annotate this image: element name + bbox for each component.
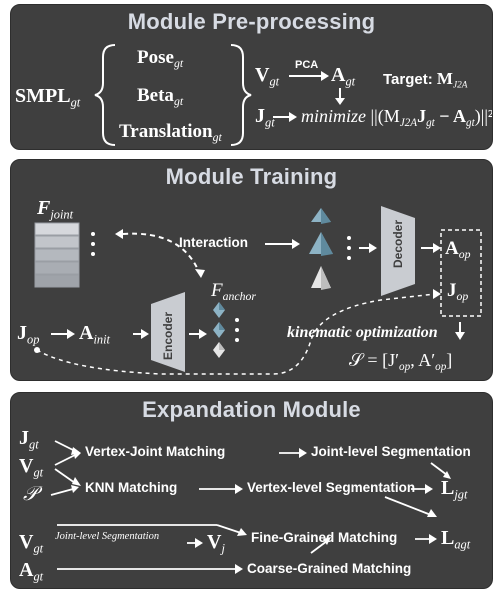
- right-brace: [230, 44, 252, 146]
- pca-arrow: [321, 71, 329, 81]
- j-arrow: [289, 112, 297, 122]
- interaction-arrow: [292, 239, 300, 249]
- s-set-label: 𝒮 = [J′op, A′op]: [349, 350, 453, 373]
- smpl-label: SMPLgt: [15, 85, 81, 110]
- anchor-dots: [235, 318, 239, 342]
- decoder-label: Decoder: [391, 219, 405, 268]
- from-encoder-arrow: [199, 329, 207, 339]
- left-brace: [94, 44, 116, 146]
- pyramid-stack-top: [309, 208, 333, 290]
- from-decoder-arrow: [433, 243, 441, 253]
- pyramid-dots: [347, 236, 351, 260]
- kinematic-label: kinematic optimization: [287, 324, 438, 341]
- down-to-s-arrow: [455, 332, 465, 340]
- f-joint-stack: [34, 222, 80, 288]
- j-gt-label: Jgt: [19, 427, 39, 452]
- objective: minimize ||(MJ2AJgt − Agt)||²: [301, 106, 493, 129]
- v-gt-label: Vgt: [19, 455, 44, 480]
- l-agt-label: Lagt: [441, 527, 471, 552]
- down-arrow: [335, 98, 345, 105]
- training-panel: Module Training: [10, 159, 493, 381]
- f-joint-dots: [91, 232, 95, 256]
- preprocessing-panel: Module Pre-processing SMPLgt Posegt Beta…: [10, 4, 493, 150]
- f-joint-label: Fjoint: [37, 197, 74, 222]
- expansion-panel: Expandation Module: [10, 392, 493, 589]
- training-diagram: [34, 206, 482, 375]
- p-label: 𝒫: [23, 483, 38, 505]
- anchor-diamonds: [213, 302, 225, 358]
- fine-grained-matching: Fine-Grained Matching: [251, 530, 398, 545]
- a-gt-label: Agt: [19, 559, 44, 584]
- beta-label: Betagt: [137, 85, 184, 109]
- dashed-curve-interaction: [122, 232, 200, 273]
- encoder-label: Encoder: [161, 311, 175, 360]
- vertex-level-segmentation: Vertex-level Segmentation: [247, 480, 416, 495]
- f-anchor-label: Fanchor: [211, 280, 256, 304]
- translation-label: Translationgt: [119, 121, 222, 145]
- to-encoder-arrow: [141, 329, 149, 339]
- preprocessing-title: Module Pre-processing: [127, 9, 376, 34]
- knn-matching: KNN Matching: [85, 480, 178, 495]
- l-jgt-label: Ljgt: [441, 477, 468, 502]
- v-gt-label: Vgt: [255, 64, 280, 89]
- coarse-grained-matching: Coarse-Grained Matching: [247, 561, 412, 576]
- target-label: Target: MJ2A: [383, 69, 468, 91]
- decoder-shape: [381, 206, 415, 296]
- expansion-diagram: [50, 440, 451, 574]
- encoder-shape: [151, 292, 185, 372]
- dashed-optimization-path: [36, 293, 436, 375]
- joint-level-segmentation: Joint-level Segmentation: [311, 444, 471, 459]
- a-op-label: Aop: [445, 238, 471, 262]
- a-gt-label: Agt: [331, 64, 356, 89]
- training-title: Module Training: [165, 164, 338, 189]
- pca-label: PCA: [295, 59, 319, 71]
- interaction-label: Interaction: [179, 235, 249, 250]
- j-gt-label: Jgt: [255, 105, 275, 130]
- expansion-title: Expandation Module: [142, 397, 361, 422]
- v-gt-label-2: Vgt: [19, 531, 44, 556]
- v-j-label: Vj: [207, 531, 225, 556]
- j-op-input-label: Jop: [17, 322, 40, 347]
- to-decoder-arrow: [369, 243, 377, 253]
- joint-level-segmentation-small: Joint-level Segmentation: [55, 531, 160, 542]
- j-op-arrow: [67, 329, 75, 339]
- a-init-label: Ainit: [79, 322, 110, 347]
- preprocessing-diagram: [94, 44, 345, 146]
- pose-label: Posegt: [137, 47, 184, 71]
- j-op-output-label: Jop: [447, 280, 469, 304]
- vertex-joint-matching: Vertex-Joint Matching: [85, 444, 226, 459]
